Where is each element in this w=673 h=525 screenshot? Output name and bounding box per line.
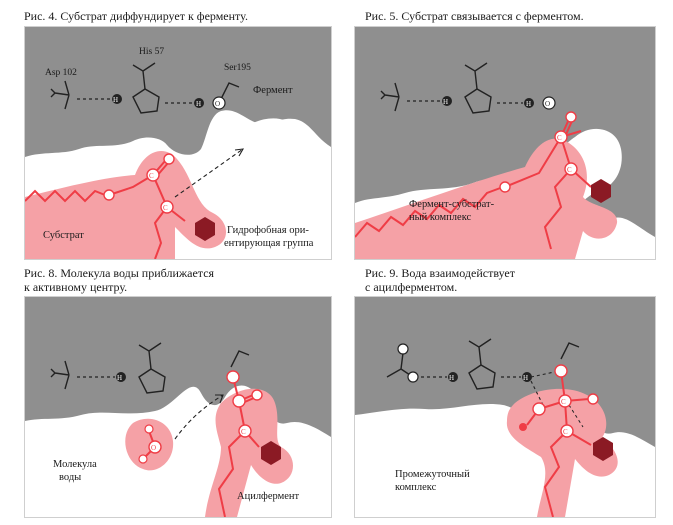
label-intermediate-line1: Промежуточный [395,469,470,480]
substrate-tail [543,168,572,250]
caption-fig8-line1: Рис. 8. Молекула воды приближается [24,266,215,280]
atom-h-his: H [523,374,529,382]
label-substrate: Субстрат [43,230,84,241]
label-his57: His 57 [139,47,165,57]
atom-h-asp: H [443,98,449,106]
acyl-backbone [232,376,260,448]
his-sidechain [132,62,156,90]
fig8-diagram [25,297,331,517]
atom-c-alpha: C [163,204,168,212]
atom-c-carbonyl: C [557,134,562,142]
acyl-tail [217,430,246,517]
atom-h-ser: H [526,100,532,108]
ser-sidechain [560,342,580,360]
substrate-tail [153,206,168,259]
acylenzyme-glow [205,388,293,517]
label-water-line2: воды [59,472,82,483]
atom-c-alpha: C [241,428,246,436]
caption-fig5: Рис. 5. Субстрат связывается с ферментом… [365,9,584,23]
hydrophobic-group-hexagon [591,179,611,203]
caption-fig9-line2: с ацилферментом. [365,280,458,294]
label-water-line1: Молекула [53,459,97,470]
enzyme-shape [25,27,331,157]
substrate-glow [25,151,227,259]
label-intermediate-line2: комплекс [395,482,437,493]
atom-c-alpha: C [567,166,572,174]
label-acylenzyme: Ацилфермент [237,491,300,502]
panel-fig5: Фермент-субстрат- ный комплекс H H O C C [354,26,656,260]
enzyme-shape [355,297,655,447]
label-ser195: Ser195 [224,63,251,73]
his-ring [132,88,160,114]
label-hydrophobic-line1: Гидрофобная ори- [227,225,309,236]
atom-h-asp: H [113,96,119,104]
ser-sidechain [230,350,250,368]
ser-sidechain [220,82,240,100]
his-sidechain [464,62,488,90]
atom-o-ser: O [545,100,551,108]
his-sidechain [138,342,162,370]
intermediate-tail [543,430,568,517]
panel-fig4: Asp 102 His 57 Ser195 Фермент Субстрат Г… [24,26,332,260]
atom-o-ser: O [215,100,221,108]
atom-h-asp: H [449,374,455,382]
panel-fig8: Молекула воды Ацилфермент H O C [24,296,332,518]
label-enzyme: Фермент [253,85,293,96]
hydrophobic-group-hexagon [593,437,613,461]
substrate-glow [355,138,618,259]
active-site-pocket [221,118,296,208]
atom-h-asp: H [117,374,123,382]
atom-o-water: O [151,444,157,452]
atom-c-carbonyl: C [149,172,154,180]
label-complex-line2: ный комплекс [409,212,472,223]
his-ring [464,88,492,114]
asp-carboxylate [50,80,70,110]
water-approach-arrow [174,394,224,440]
his-sidechain [468,338,492,366]
panel-fig9: Промежуточный комплекс H H C C [354,296,656,518]
asp-carboxylate [380,82,400,112]
his-ring [468,364,496,390]
hydrophobic-group-hexagon [195,217,215,241]
fig4-diagram [25,27,331,259]
enzyme-shape [25,297,331,437]
atom-c-alpha: C [563,428,568,436]
label-asp102: Asp 102 [45,68,77,78]
atom-h-ser: H [196,100,202,108]
hydrophobic-group-hexagon [261,441,281,465]
substrate-chain [25,189,106,203]
substrate-chain [355,186,504,238]
intermediate-glow [506,388,618,517]
label-hydrophobic-line2: ентирующая группа [224,238,314,249]
caption-fig8-line2: к активному центру. [24,280,128,294]
his-ring [138,368,166,394]
atom-c-tetrahedral: C [561,398,566,406]
caption-fig4: Рис. 4. Субстрат диффундирует к ферменту… [24,9,248,23]
caption-fig9-line1: Рис. 9. Вода взаимодействует [365,266,516,280]
label-complex-line1: Фермент-субстрат- [409,199,495,210]
fig5-diagram [355,27,655,259]
asp-carboxylate [50,360,70,390]
fig9-diagram [355,297,655,517]
